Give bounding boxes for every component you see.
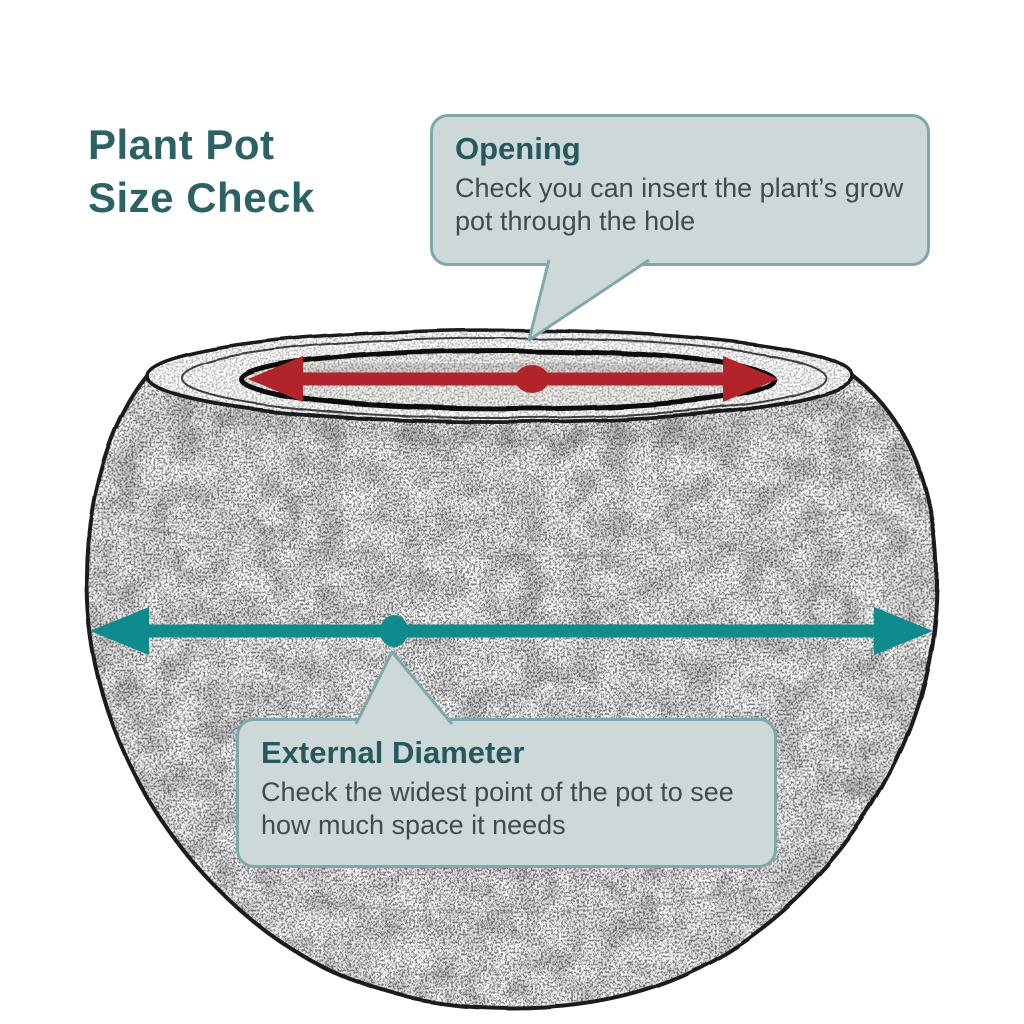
pot-body xyxy=(86,376,938,1008)
external-diameter-callout-body: Check the widest point of the pot to see… xyxy=(261,777,734,840)
page-title: Plant Pot Size Check xyxy=(88,118,315,224)
pot-opening-hole xyxy=(239,348,777,412)
page-title-line2: Size Check xyxy=(88,174,315,221)
external-diameter-callout-tail xyxy=(354,650,454,725)
opening-midpoint-dot xyxy=(515,365,549,393)
external-diameter-callout-title: External Diameter xyxy=(261,735,525,770)
pot-rim xyxy=(145,328,855,424)
page-title-line1: Plant Pot xyxy=(88,121,275,168)
opening-callout-title: Opening xyxy=(455,131,581,166)
opening-arrowhead-left xyxy=(248,356,303,402)
pot-body-outline xyxy=(84,374,940,1010)
diameter-midpoint-dot xyxy=(380,615,408,647)
diameter-arrowhead-left xyxy=(90,607,149,655)
diameter-measure-arrow xyxy=(90,607,933,655)
opening-callout-body: Check you can insert the plant’s grow po… xyxy=(455,173,904,236)
opening-arrowhead-right xyxy=(723,356,778,402)
opening-measure-arrow xyxy=(248,356,778,402)
opening-callout-tail xyxy=(527,258,650,342)
pot-body-texture xyxy=(86,376,938,1008)
opening-callout: Opening Check you can insert the plant’s… xyxy=(430,114,930,266)
diameter-arrowhead-right xyxy=(874,607,933,655)
external-diameter-callout: External Diameter Check the widest point… xyxy=(236,718,777,868)
